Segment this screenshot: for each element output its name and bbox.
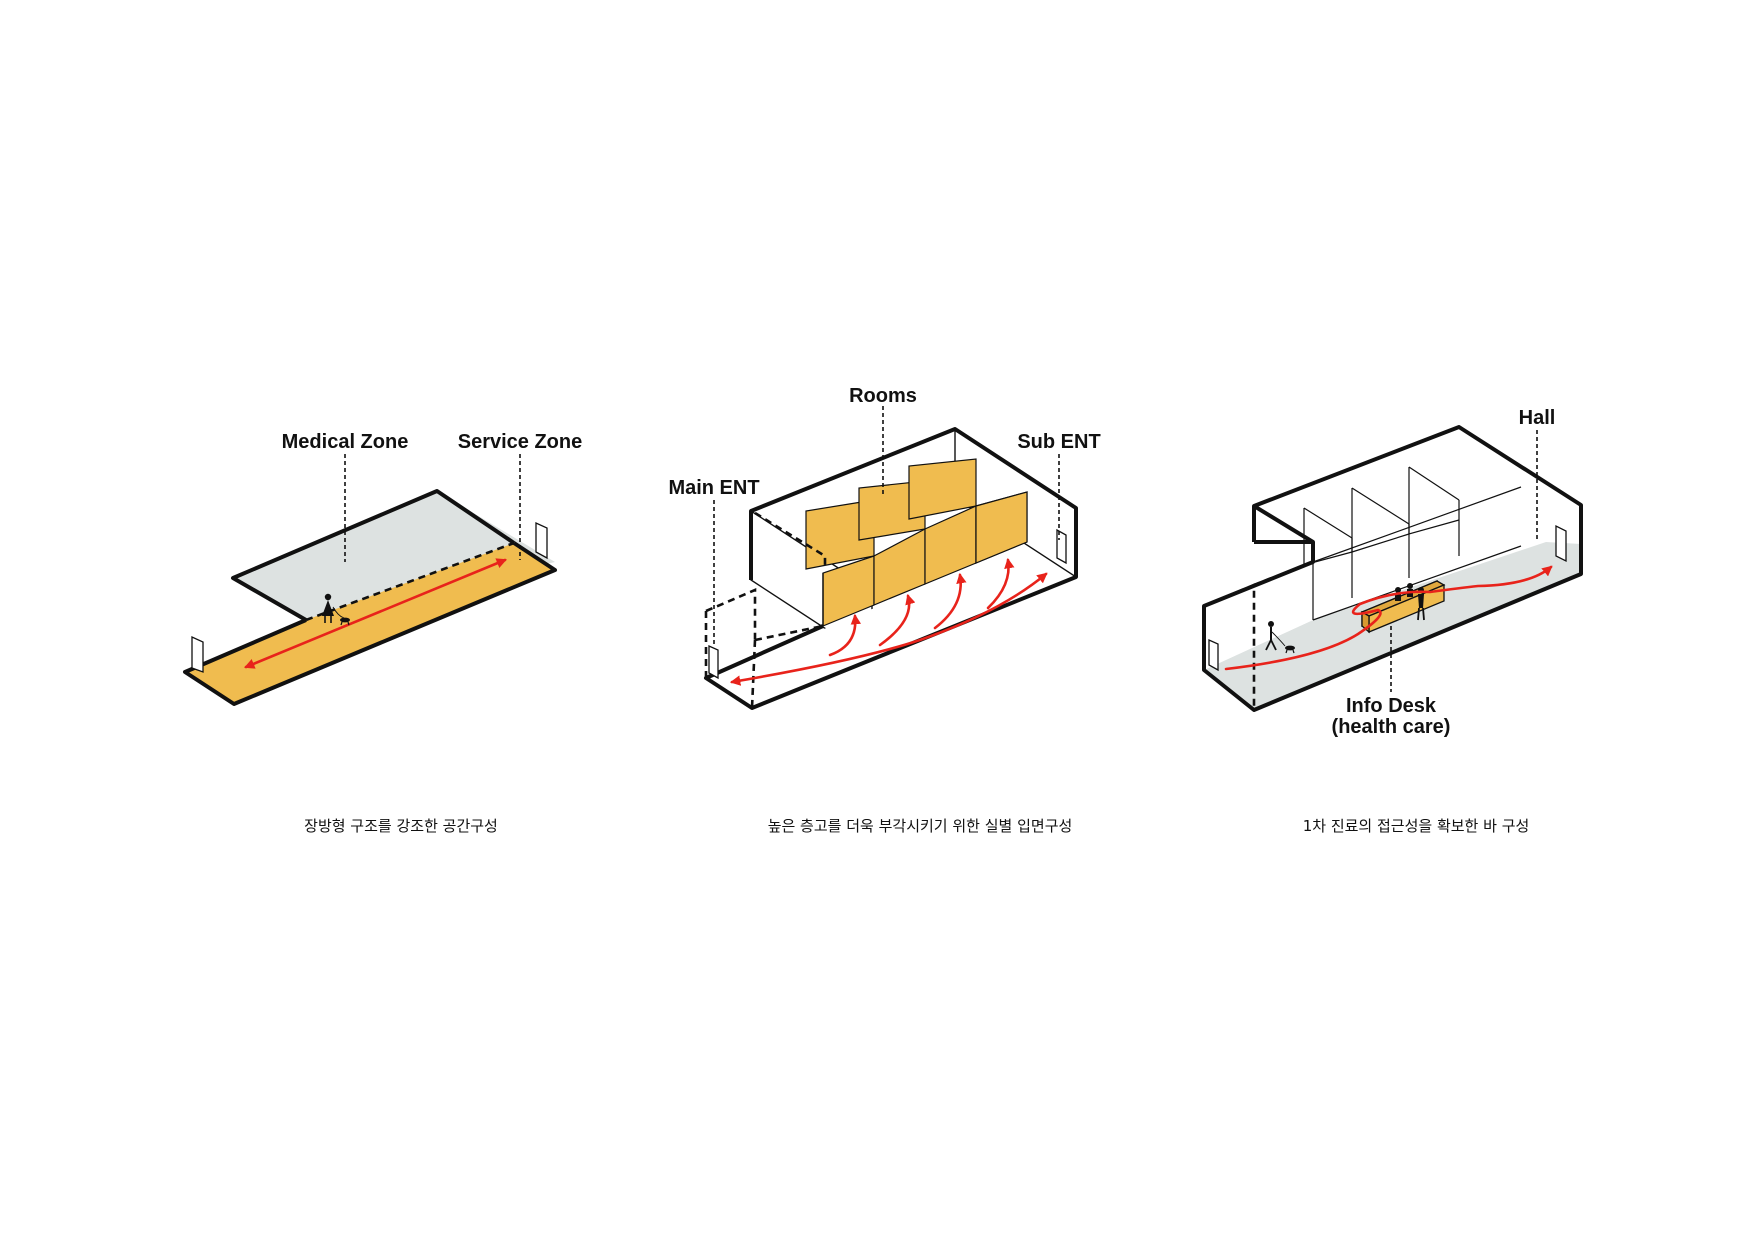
circulation-arrow: [244, 558, 507, 669]
main-ent-label: Main ENT: [668, 477, 759, 499]
room-fronts-base: [1312, 545, 1522, 621]
room-fronts: [1312, 486, 1522, 563]
partition-top: [1408, 466, 1460, 501]
hall-outline: [1202, 425, 1583, 712]
hall-upper-wall: [1254, 427, 1581, 580]
diagram1-caption: 장방형 구조를 강조한 공간구성: [304, 817, 498, 835]
room-facade: [975, 491, 1028, 564]
rooms-label: Rooms: [849, 385, 917, 407]
flow-arrow: [986, 557, 1015, 610]
entrance-door: [1208, 638, 1219, 672]
diagram2-caption: 높은 층고를 더욱 부각시키기 위한 실별 입면구성: [768, 817, 1073, 835]
info-desk-sublabel: (health care): [1332, 716, 1451, 738]
hall-lower-wall: [1204, 562, 1313, 670]
service-zone-label: Service Zone: [458, 431, 583, 453]
walker-icon: [1265, 621, 1286, 651]
diagram-zones: Medical Zone Service Zone 장방형 구조를 강조한 공간…: [183, 431, 583, 835]
partition-top: [1351, 487, 1410, 525]
door-left: [191, 635, 204, 673]
hall-door: [1555, 524, 1567, 563]
person-icon: [322, 593, 345, 623]
plan-outline-bottom: [183, 541, 557, 706]
diagram-rooms: Rooms Main ENT Sub ENT 높은 층고를 더욱 부각시키기 위…: [668, 385, 1100, 835]
main-entrance-dashed-wall: [754, 511, 827, 566]
info-desk-label: Info Desk: [1346, 695, 1437, 717]
main-door: [708, 644, 719, 680]
medical-zone-label: Medical Zone: [282, 431, 409, 453]
hall-floor: [1204, 542, 1581, 710]
door-right: [535, 521, 548, 560]
partition-top: [1303, 507, 1353, 539]
dog-icon: [1285, 645, 1295, 654]
diagram3-caption: 1차 진료의 접근성을 확보한 바 구성: [1303, 817, 1530, 835]
flow-arrow: [933, 572, 967, 630]
hall-label: Hall: [1519, 407, 1556, 429]
flow-arrow: [878, 594, 916, 647]
circulation-path: [1224, 565, 1553, 671]
dog-icon: [340, 617, 350, 626]
diagram-hall: Hall Info Desk (health care) 1차 진료의 접근성을…: [1202, 407, 1583, 835]
room-block-outline: [704, 427, 1078, 710]
flow-arrow: [729, 572, 1048, 686]
flow-arrow: [828, 613, 862, 657]
sub-ent-label: Sub ENT: [1017, 431, 1100, 453]
